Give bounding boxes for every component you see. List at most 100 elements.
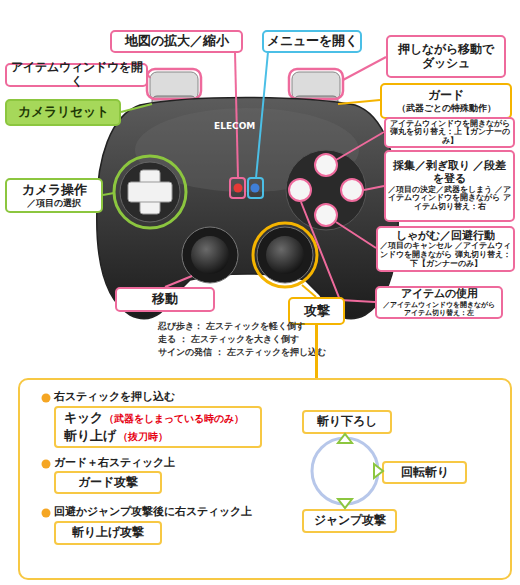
- move-box: キック（武器をしまっている時のみ） 斬り上げ（抜刀時）: [54, 406, 262, 448]
- face-button: [315, 154, 337, 176]
- leader-line: [235, 52, 238, 178]
- highlight-ring: [248, 178, 263, 198]
- leader-line: [364, 186, 384, 190]
- box-text: メニューを開く: [267, 34, 358, 49]
- note-text: 忍び歩き： 左スティックを軽く倒す: [158, 321, 305, 332]
- box-text: ガード: [428, 89, 464, 103]
- dpad-well: [120, 162, 180, 222]
- bullet: [42, 394, 51, 403]
- highlight-ring: [230, 178, 245, 198]
- box-text: 押しながら移動で ダッシュ: [390, 43, 502, 71]
- dpad: [141, 183, 159, 201]
- callout-box: カメラリセット: [5, 99, 121, 126]
- box-text: 右スティックを押し込む: [54, 391, 175, 404]
- controller-body: [97, 98, 398, 319]
- face-button: [315, 204, 337, 226]
- callout-box: しゃがむ／回避行動／項目のキャンセル ／アイテムウィンドウを開きながら 弾丸切り…: [376, 226, 515, 272]
- box-text: アイテムウィンドウを開きながら 弾丸を切り替え：上【ガンナーのみ】: [388, 120, 511, 146]
- box-text: 斬り下ろし: [317, 415, 377, 429]
- button-well: [286, 150, 366, 230]
- connector-line: [315, 325, 318, 378]
- box-text: アイテムの使用: [401, 288, 478, 301]
- highlight-ring: [114, 156, 186, 228]
- leader-line: [301, 202, 375, 302]
- callout-box: 移動: [115, 287, 215, 312]
- leader-line: [343, 57, 386, 80]
- callout-box: アイテムの使用／アイテムウィンドウを開きながら アイテム切り替え：左: [375, 286, 503, 319]
- callout-box: アイテムウィンドウを開きながら 弾丸を切り替え：上【ガンナーのみ】: [384, 117, 515, 148]
- leader-line: [336, 132, 384, 160]
- box-text: ／項目の選択: [27, 198, 81, 208]
- box-text: しゃがむ／回避行動: [396, 230, 495, 243]
- box-text: ジャンプ攻撃: [314, 514, 386, 528]
- analog-stick: [182, 227, 238, 283]
- highlight-ring: [147, 69, 201, 99]
- callout-box: 採集／剥ぎ取り ／段差を登る／項目の決定／武器をしまう ／アイテムウィンドウを開…: [384, 150, 515, 222]
- box-text: 斬り上げ: [64, 429, 116, 444]
- leader-lines: [103, 52, 386, 302]
- dpad: [128, 182, 172, 202]
- bullet: [42, 509, 51, 518]
- leader-line: [165, 276, 192, 287]
- leader-line: [336, 222, 376, 248]
- brand-logo: ELECOM: [214, 121, 255, 132]
- box-text: （武器ごとの特殊動作）: [397, 103, 496, 113]
- leader-line: [256, 52, 268, 178]
- move-box: 斬り上げ攻撃: [54, 521, 162, 545]
- callout-box: ガード（武器ごとの特殊動作）: [380, 83, 512, 119]
- callout-box: メニューを開く: [262, 30, 362, 53]
- note-text: サインの発信 ： 左スティックを押し込む: [158, 347, 326, 358]
- box-text: ガード攻撃: [78, 476, 138, 490]
- leader-line: [338, 100, 380, 104]
- box-text: （武器をしまっている時のみ）: [104, 413, 244, 425]
- callout-box: カメラ操作／項目の選択: [5, 178, 103, 213]
- leader-line: [121, 104, 152, 112]
- box-text: 地図の拡大／縮小: [125, 34, 229, 49]
- box-text: カメラ操作: [22, 183, 87, 198]
- move-box: ガード攻撃: [54, 471, 162, 494]
- box-text: ／アイテムウィンドウを開きながら アイテム切り替え：左: [379, 301, 499, 317]
- combo-circle: [312, 438, 378, 504]
- box-text: ／項目の決定／武器をしまう ／アイテムウィンドウを開きながら アイテム切り替え：…: [388, 186, 511, 212]
- box-text: カメラリセット: [18, 105, 109, 120]
- box-text: 回避かジャンプ攻撃後に右スティック上: [54, 506, 252, 519]
- center-button: [251, 184, 260, 193]
- combo-arrow: [338, 434, 352, 443]
- highlight-ring: [289, 69, 343, 99]
- box-text: 移動: [152, 292, 178, 307]
- box-text: （抜刀時）: [118, 431, 168, 443]
- bullet: [42, 460, 51, 469]
- analog-stick: [257, 227, 313, 283]
- leader-line: [103, 193, 114, 195]
- callout-box: 地図の拡大／縮小: [110, 30, 243, 53]
- box-text: ／項目のキャンセル ／アイテムウィンドウを開きながら 弾丸切り替え：下【ガンナー…: [380, 242, 511, 268]
- box-text: 攻撃: [304, 304, 330, 319]
- move-box: ジャンプ攻撃: [302, 509, 397, 533]
- box-text: 採集／剥ぎ取り ／段差を登る: [388, 160, 511, 185]
- leader-line: [148, 75, 150, 78]
- move-box: 回転斬り: [382, 461, 467, 484]
- analog-stick: [266, 236, 304, 274]
- move-box: 斬り下ろし: [302, 410, 392, 434]
- leader-line: [302, 285, 316, 297]
- face-button: [289, 179, 311, 201]
- box-text: ガード＋右スティック上: [54, 457, 175, 470]
- note-text: 走る ： 左スティックを大きく倒す: [158, 334, 299, 345]
- box-text: キック: [64, 411, 103, 426]
- callout-box: アイテムウィンドウを開く: [5, 63, 148, 87]
- box-text: 斬り上げ攻撃: [72, 526, 144, 540]
- box-text: アイテムウィンドウを開く: [9, 61, 144, 89]
- box-text: 回転斬り: [401, 466, 449, 480]
- combo-arrow: [374, 464, 383, 478]
- highlight-ring: [253, 223, 317, 287]
- face-button: [341, 179, 363, 201]
- dpad: [140, 170, 160, 214]
- combo-arrow: [338, 499, 352, 508]
- instruction-panel: 右スティックを押し込むガード＋右スティック上回避かジャンプ攻撃後に右スティック上…: [18, 378, 512, 580]
- analog-stick: [191, 236, 229, 274]
- center-button: [234, 184, 243, 193]
- callout-box: 押しながら移動で ダッシュ: [386, 35, 506, 78]
- callout-box: 攻撃: [288, 297, 345, 325]
